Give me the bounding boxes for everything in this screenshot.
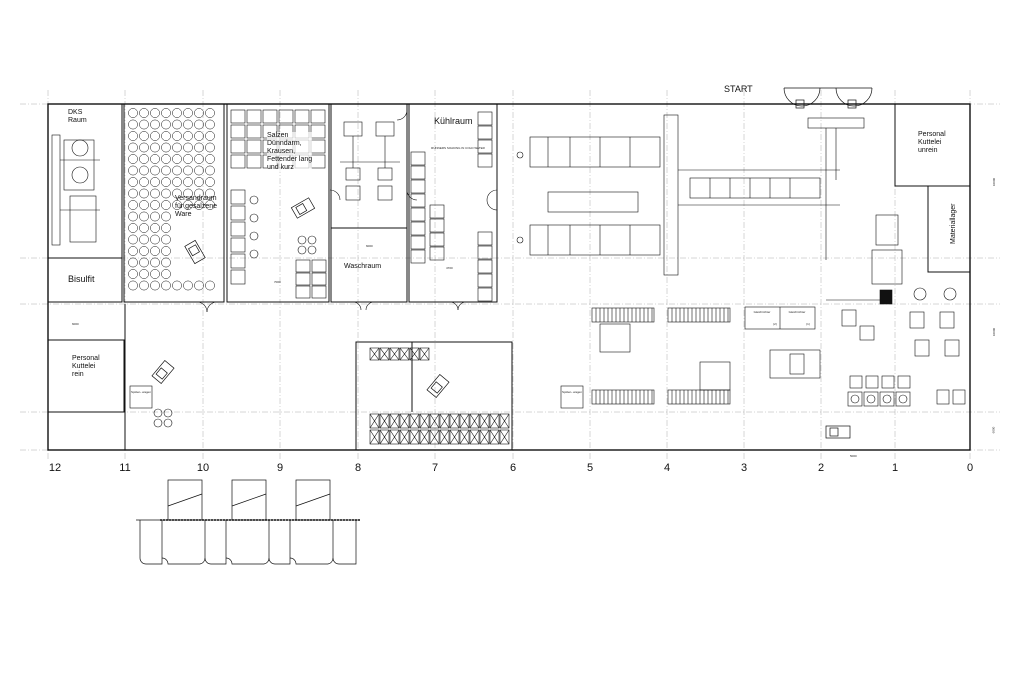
gleichrichter2-label: Gleichrichter	[788, 310, 806, 314]
room-kuehlraum-label: Kühlraum	[434, 116, 473, 126]
room-personal-rein-label: Personal Kuttelei rein	[72, 355, 100, 378]
room-materiallager-label: Materiallager	[950, 203, 957, 244]
grid-lines	[20, 90, 1000, 460]
mid-machinery	[599, 306, 821, 391]
tag-2: (2)	[773, 322, 777, 326]
versand-containers	[128, 108, 215, 291]
crate-area	[847, 325, 966, 407]
start-label: START	[724, 84, 753, 94]
tag-1: (1)	[806, 322, 810, 326]
dim-label-3: 7000	[274, 280, 281, 284]
lower-conveyors	[591, 307, 731, 405]
dks-equipment	[51, 134, 100, 246]
dim-label-6: 10000	[992, 177, 997, 187]
right-machinery	[826, 214, 957, 329]
axis-label-10: 10	[196, 462, 210, 474]
kuehlraum-racks	[410, 111, 493, 302]
axis-label-1: 1	[891, 462, 899, 474]
room-personal-unrein-label: Personal Kuttelei unrein	[918, 131, 946, 154]
axis-label-8: 8	[354, 462, 362, 474]
spoelen-carts	[129, 235, 584, 428]
forklifts	[151, 197, 851, 439]
doors	[196, 109, 498, 313]
room-versand-label: Versandraum für gesalzene Ware	[175, 195, 218, 218]
truck-docks	[136, 479, 360, 565]
room-bisulfit-label: Bisulfit	[68, 274, 95, 284]
axis-label-9: 9	[276, 462, 284, 474]
dim-label-8: 6000	[991, 426, 996, 434]
dim-label-1: 6000	[366, 244, 373, 248]
spoelen-label-mid: Spülen- wagen	[562, 390, 583, 394]
axis-label-5: 5	[586, 462, 594, 474]
spoelen-label-left: Spülen- wagen	[131, 390, 152, 394]
dim-label-4: 6000	[72, 322, 79, 326]
processing-line	[516, 114, 865, 276]
outer-walls	[47, 103, 971, 451]
axis-label-6: 6	[509, 462, 517, 474]
runners-label: RUNNERS SOAKING IN COLD WATER	[431, 146, 485, 150]
axis-label-7: 7	[431, 462, 439, 474]
room-waschraum-label: Waschraum	[344, 263, 382, 270]
axis-label-2: 2	[817, 462, 825, 474]
start-hoppers	[783, 87, 873, 109]
dim-label-2: 4700	[446, 266, 453, 270]
interior-walls	[47, 103, 971, 451]
axis-label-4: 4	[663, 462, 671, 474]
axis-label-0: 0	[966, 462, 974, 474]
salzen-boxes	[230, 189, 327, 299]
room-dks-label: DKS Raum	[68, 109, 87, 124]
dim-label-7: 10000	[992, 327, 997, 337]
axis-label-3: 3	[740, 462, 748, 474]
room-salzen-label: Salzen Dünndarm, Krausen, Fettender lang…	[267, 132, 313, 172]
lower-crates	[369, 347, 510, 445]
gleichrichter-label: Gleichrichter	[753, 310, 771, 314]
axis-label-12: 12	[48, 462, 62, 474]
dim-label-5: 5000	[850, 454, 857, 458]
axis-label-11: 11	[119, 462, 131, 474]
waschraum-equipment	[340, 121, 400, 201]
